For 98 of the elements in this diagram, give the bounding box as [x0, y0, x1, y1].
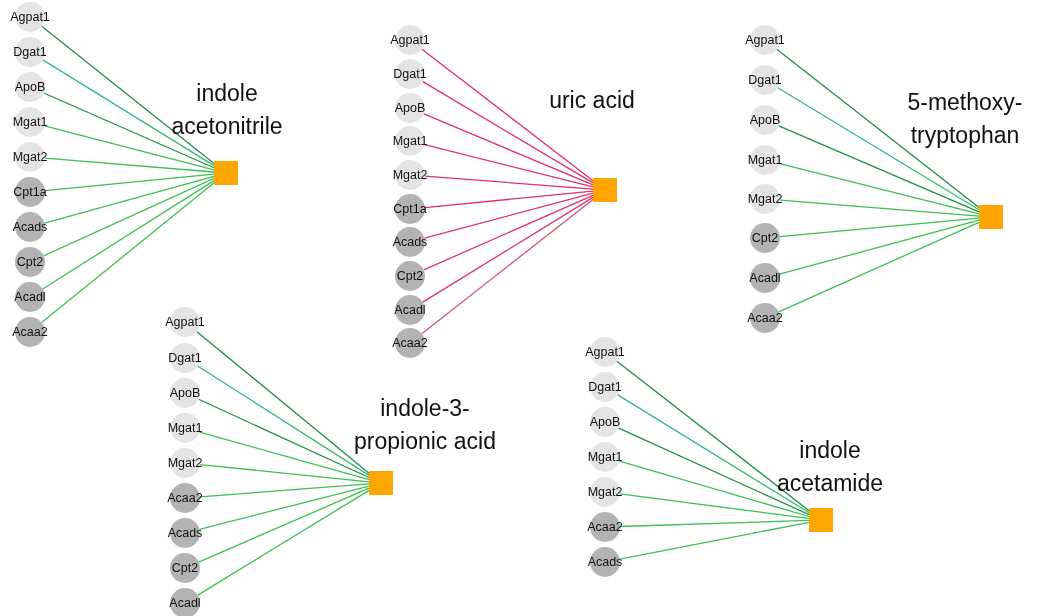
connector-line	[421, 198, 594, 335]
gene-label: Agpat1	[164, 314, 206, 330]
metabolite-square	[214, 161, 238, 185]
connector-line	[424, 190, 594, 209]
connector-line	[198, 431, 370, 481]
connector-line	[618, 427, 810, 516]
gene-label: Mgat2	[391, 167, 429, 183]
connector-line	[198, 487, 370, 563]
connector-line	[41, 182, 215, 324]
metabolite-label: 5-methoxy- tryptophan	[906, 88, 1024, 150]
gene-label: Mgat2	[166, 455, 204, 471]
gene-label: ApoB	[588, 414, 622, 430]
connector-line	[778, 163, 980, 215]
connector-line	[43, 125, 215, 171]
connector-line	[776, 48, 980, 209]
gene-label: Acads	[11, 219, 49, 235]
gene-label: Cpt1a	[12, 184, 48, 200]
connector-line	[778, 219, 980, 275]
gene-label: ApoB	[748, 112, 782, 128]
gene-label: Agpat1	[9, 9, 51, 25]
metabolite-square	[809, 508, 833, 532]
connector-line	[43, 92, 215, 169]
connector-line	[424, 175, 594, 190]
gene-label: ApoB	[393, 100, 427, 116]
gene-label: Mgat2	[586, 484, 624, 500]
gene-label: Agpat1	[389, 32, 431, 48]
gene-label: Cpt2	[15, 254, 45, 270]
metabolite-label: uric acid	[548, 86, 636, 115]
connector-line	[777, 87, 980, 211]
metabolite-square	[979, 205, 1003, 229]
connector-line	[44, 173, 215, 192]
gene-label: Dgat1	[12, 44, 48, 60]
connector-line	[198, 485, 370, 530]
connector-line	[199, 483, 370, 498]
gene-label: Mgat1	[166, 420, 204, 436]
connector-line	[778, 221, 980, 313]
gene-label: Dgat1	[747, 72, 783, 88]
gene-label: Acaa2	[746, 310, 784, 326]
gene-label: Acaa2	[391, 335, 429, 351]
connector-line	[617, 394, 810, 514]
gene-label: Mgat1	[11, 114, 49, 130]
connector-line	[779, 199, 980, 217]
metabolite-square	[593, 178, 617, 202]
gene-label: ApoB	[168, 385, 202, 401]
connector-line	[423, 113, 594, 186]
gene-label: Cpt2	[170, 560, 200, 576]
gene-label: Dgat1	[587, 379, 623, 395]
gene-label: Acaa2	[166, 490, 204, 506]
gene-label: Acaa2	[11, 324, 49, 340]
gene-label: Mgat2	[746, 191, 784, 207]
connector-line	[618, 460, 810, 518]
metabolite-label: indole acetonitrile	[170, 79, 284, 141]
gene-label: ApoB	[13, 79, 47, 95]
connector-line	[619, 519, 810, 528]
connector-line	[195, 330, 370, 474]
connector-line	[423, 194, 594, 271]
gene-label: Cpt1a	[392, 201, 428, 217]
gene-label: Acadl	[13, 289, 47, 305]
gene-label: Cpt2	[750, 230, 780, 246]
gene-label: Mgat1	[391, 133, 429, 149]
connector-line	[423, 192, 594, 239]
connector-line	[616, 360, 810, 512]
connector-line	[619, 521, 810, 560]
connector-line	[198, 398, 370, 479]
gene-label: Acadl	[748, 270, 782, 286]
gene-label: Acads	[391, 234, 429, 250]
connector-line	[619, 493, 810, 520]
gene-label: Mgat1	[746, 152, 784, 168]
metabolite-label: indole-3- propionic acid	[353, 394, 497, 456]
connector-line	[422, 196, 594, 303]
connector-line	[42, 179, 215, 290]
gene-label: Acadl	[393, 302, 427, 318]
gene-label: Mgat1	[586, 449, 624, 465]
connector-line	[197, 489, 370, 596]
gene-label: Cpt2	[395, 268, 425, 284]
gene-label: Mgat2	[11, 149, 49, 165]
connector-line	[41, 25, 215, 165]
connector-line	[421, 48, 594, 182]
connector-line	[43, 177, 215, 257]
gene-label: Agpat1	[744, 32, 786, 48]
connector-line	[423, 144, 594, 188]
gene-label: Dgat1	[167, 350, 203, 366]
metabolite-square	[369, 471, 393, 495]
connector-line	[779, 217, 980, 238]
connector-line	[778, 125, 980, 213]
connector-line	[197, 365, 370, 476]
connector-line	[42, 59, 215, 167]
gene-label: Acads	[586, 554, 624, 570]
gene-label: Acaa2	[586, 519, 624, 535]
gene-label: Acadl	[168, 595, 202, 611]
metabolite-label: indole acetamide	[775, 436, 885, 498]
connector-line	[422, 81, 594, 184]
gene-label: Agpat1	[584, 344, 626, 360]
connector-line	[44, 157, 215, 173]
gene-label: Dgat1	[392, 66, 428, 82]
connector-line	[199, 463, 370, 483]
connector-line	[43, 175, 215, 224]
gene-label: Acads	[166, 525, 204, 541]
